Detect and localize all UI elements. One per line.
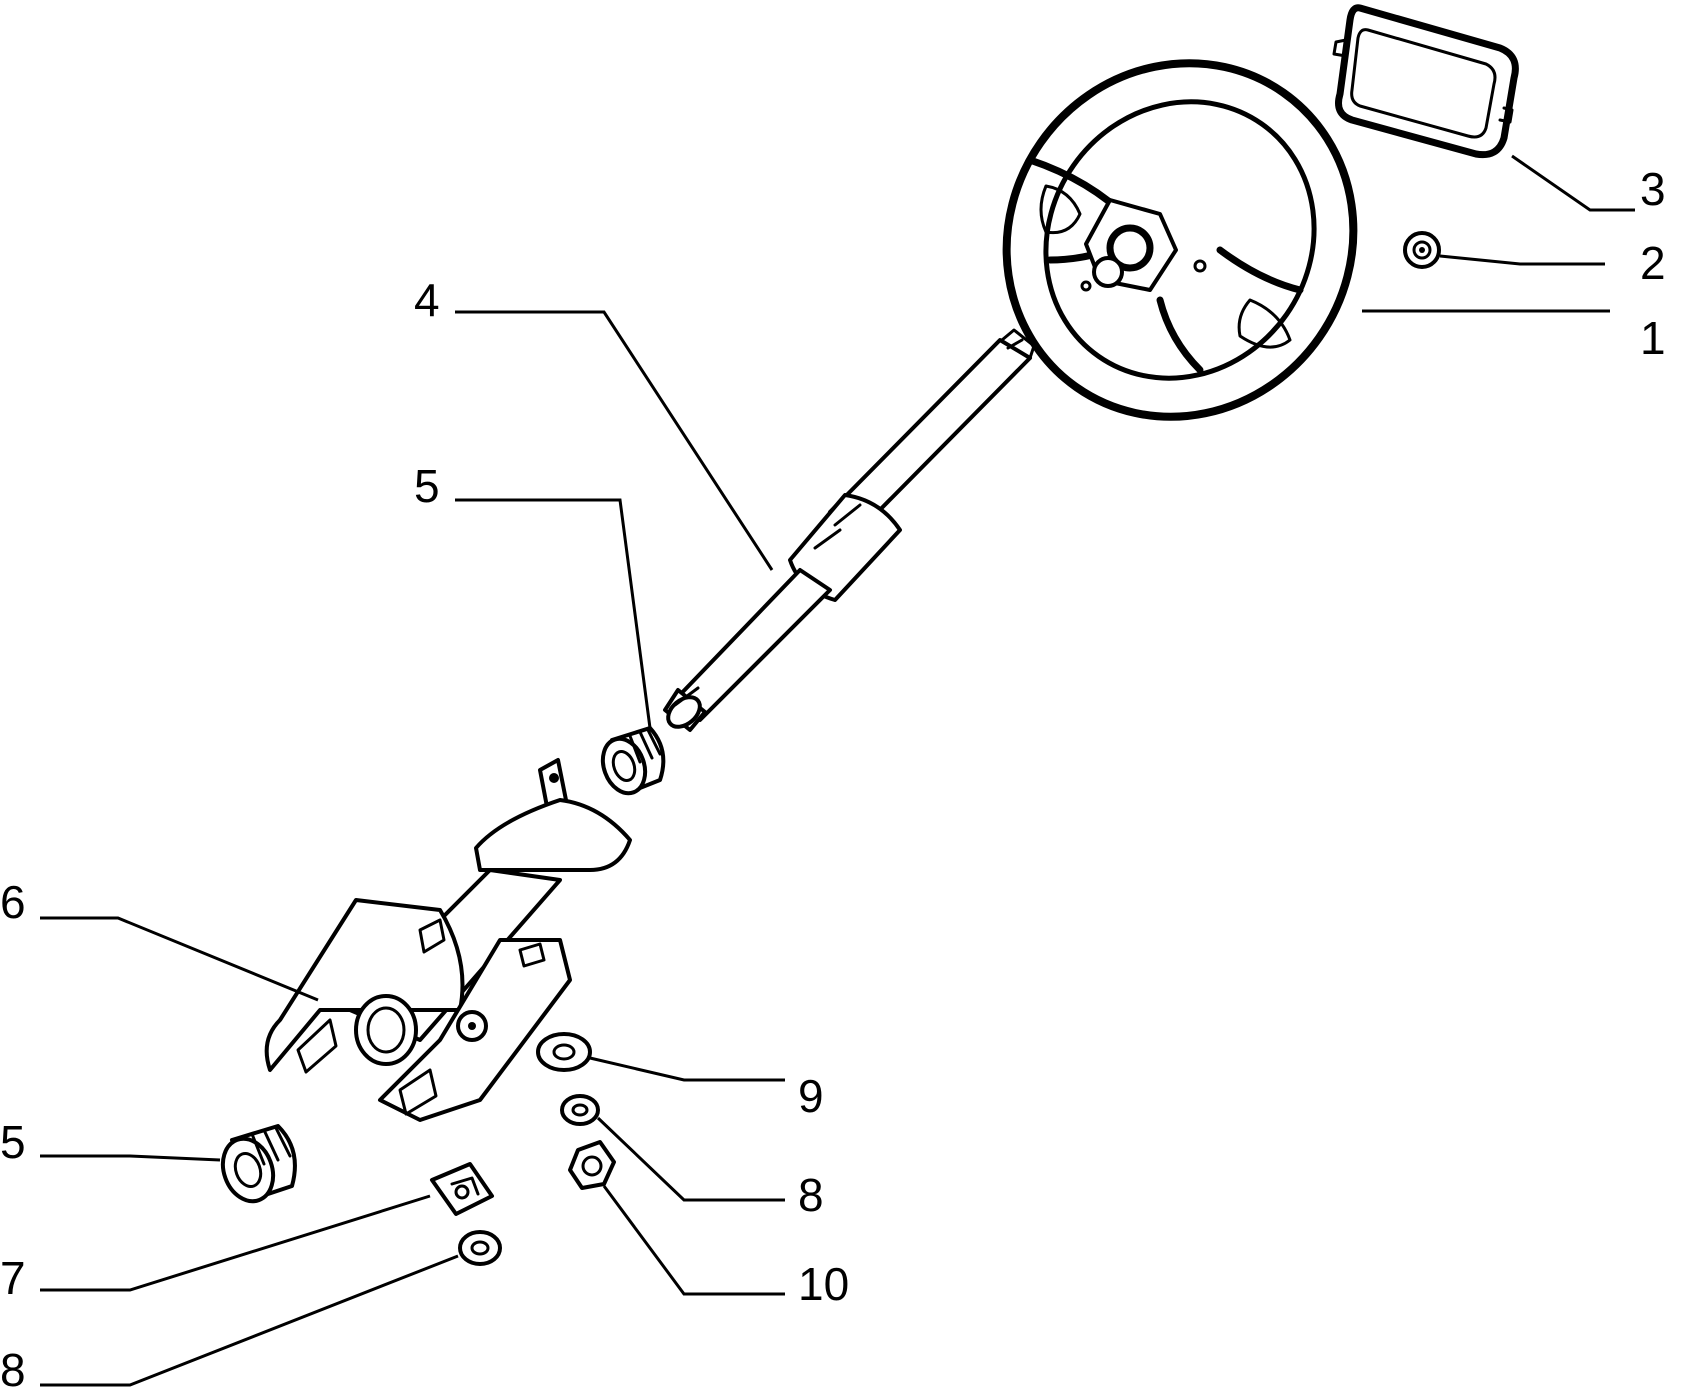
leader-5a [455,498,652,729]
leader-2 [1439,254,1605,266]
callout-labels: 1 2 3 4 5 5 6 7 8 8 9 10 [0,163,1666,1391]
callout-5-lower: 5 [0,1116,26,1168]
leader-10 [602,1185,785,1296]
callout-8-lower: 8 [0,1344,26,1391]
steering-wheel-nut [1403,231,1441,269]
leader-4 [455,310,774,571]
callout-9: 9 [798,1070,824,1122]
callout-5-upper: 5 [414,460,440,512]
spring-washer-lower [458,1230,502,1266]
callout-8-upper: 8 [798,1169,824,1221]
leader-8b [596,1116,785,1202]
leader-6 [40,916,319,1002]
leader-5b [40,1154,221,1162]
leader-lines [40,154,1635,1387]
steering-shaft [663,328,1036,732]
callout-10: 10 [798,1258,849,1310]
callout-6: 6 [0,876,26,928]
callout-4: 4 [414,274,440,326]
steering-wheel [1002,59,1358,421]
flat-washer [536,1032,592,1072]
horn-pad-cover [1332,4,1519,159]
spring-washer-upper [560,1094,600,1126]
callout-1: 1 [1640,312,1666,364]
leader-8a [40,1254,459,1387]
steering-column-housing [264,758,632,1122]
bushing-lower [220,1124,297,1204]
callout-2: 2 [1640,237,1666,289]
hex-nut [568,1140,616,1190]
leader-3 [1511,154,1635,212]
bushing-upper [600,726,666,796]
leader-9 [589,1056,785,1082]
callout-7: 7 [0,1252,26,1304]
callout-3: 3 [1640,163,1666,215]
clip-nut [430,1162,494,1216]
leader-7 [40,1194,431,1292]
